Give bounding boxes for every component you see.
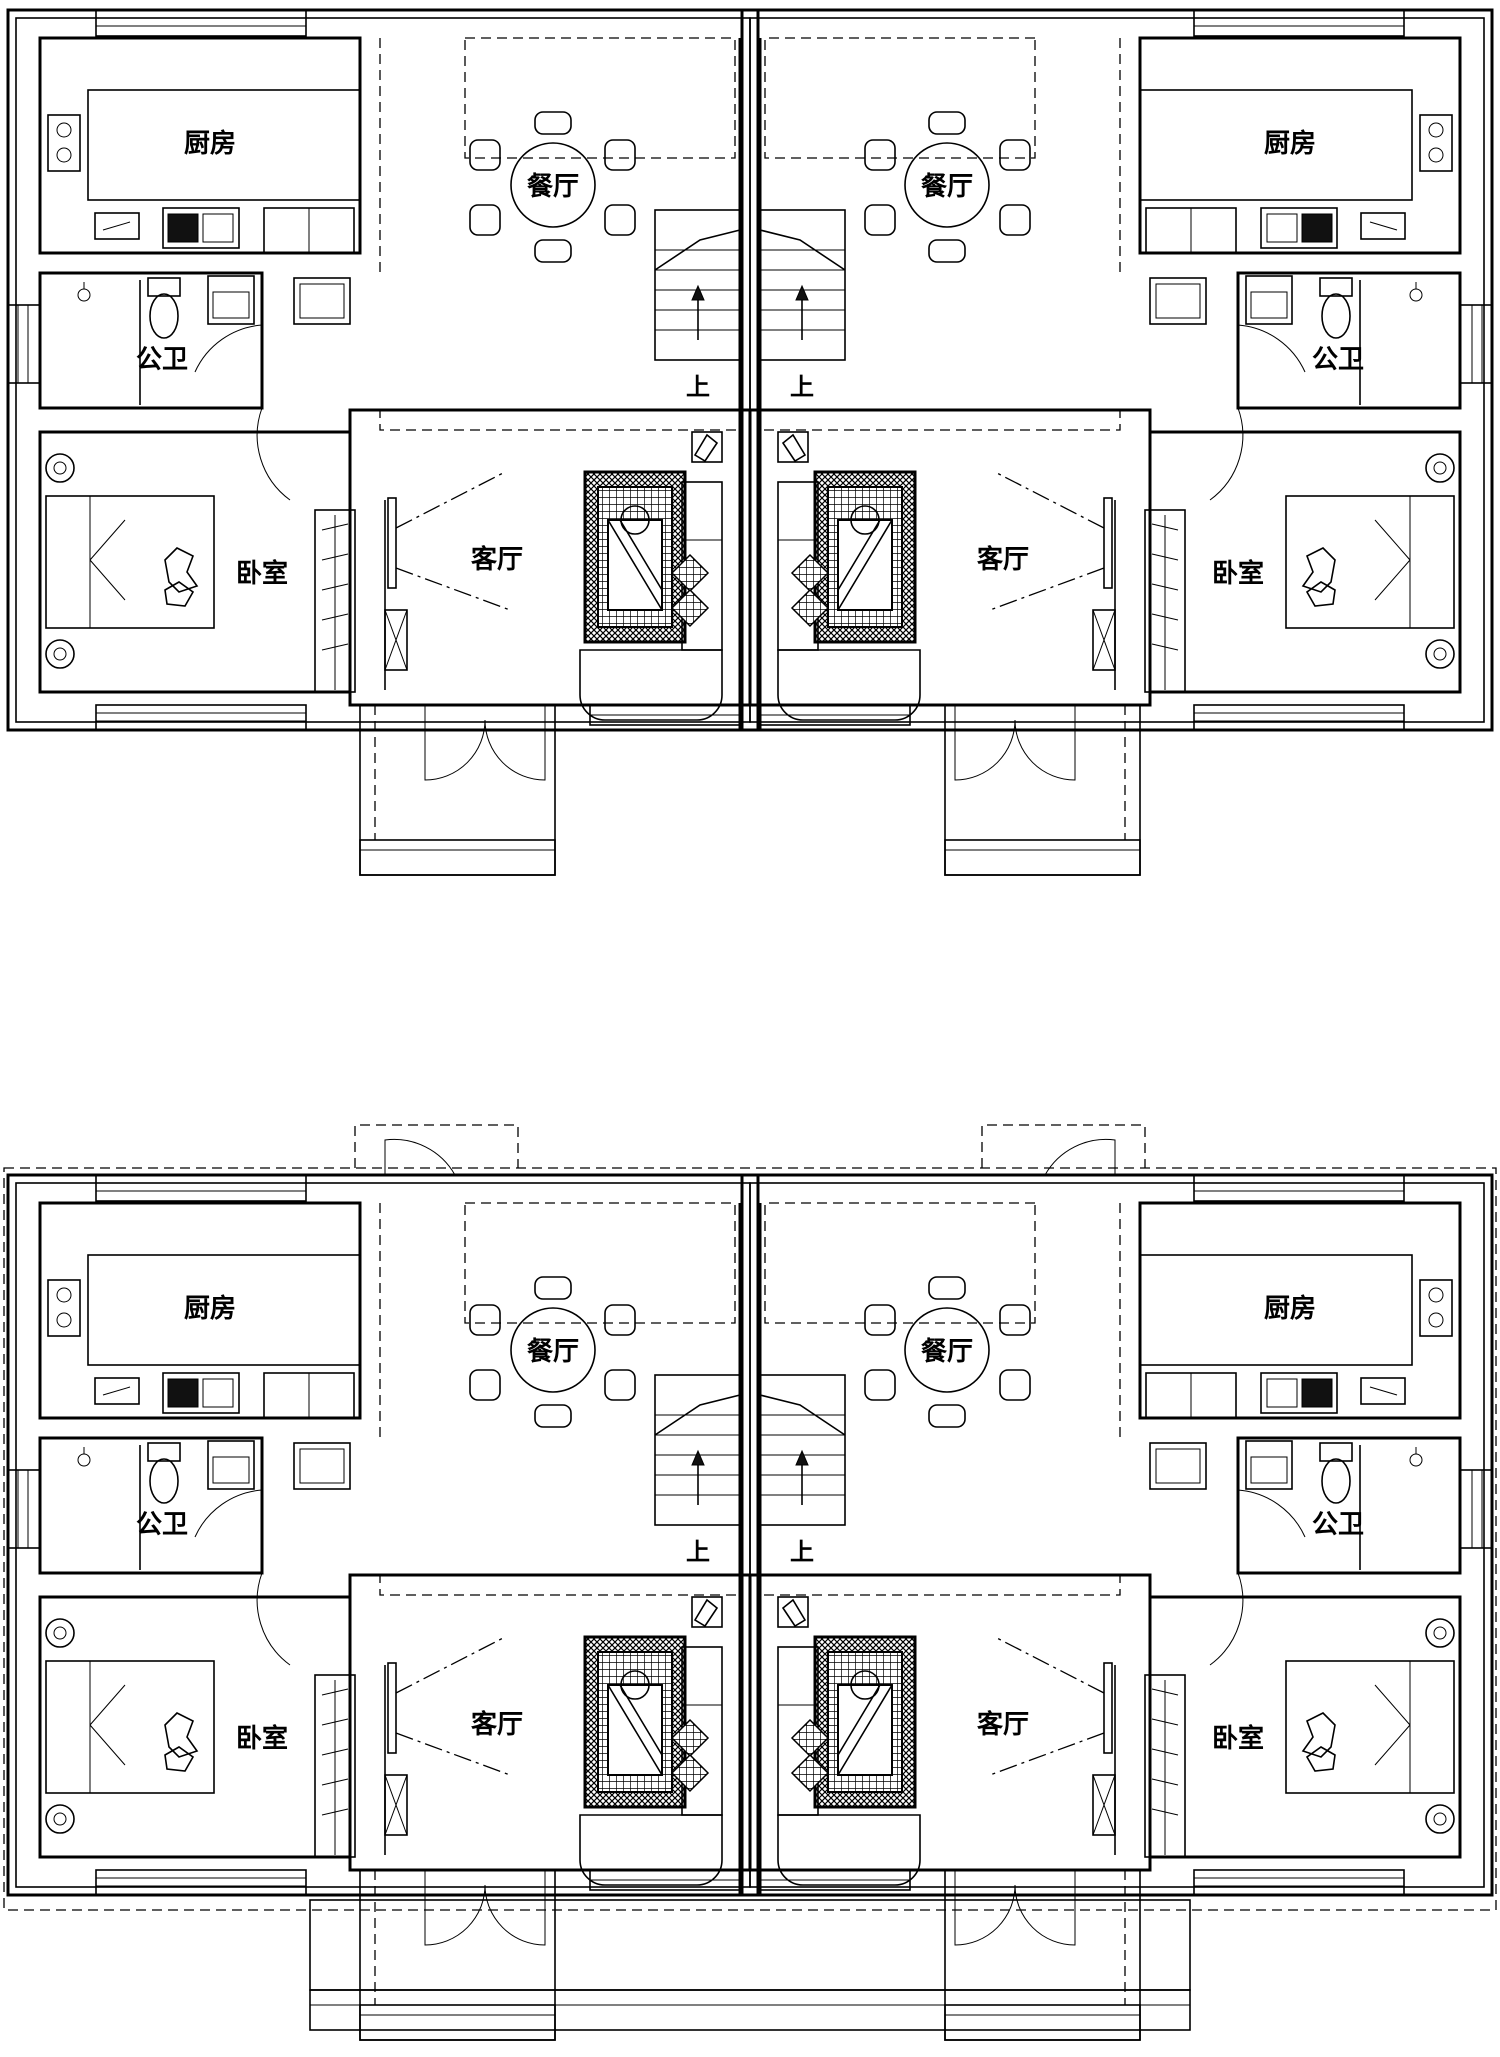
bottom-left-stair-up-label: 上 [686,1537,710,1566]
bottom-left-bedroom-label: 卧室 [236,1723,288,1754]
top-right-kitchen-label: 厨房 [1264,129,1316,159]
bottom-left-living-label: 客厅 [471,1709,523,1740]
top-unit-right: 厨房 餐厅 公卫 卧室 客厅 上 [740,8,1494,877]
bottom-left-dining-label: 餐厅 [527,1337,579,1367]
top-left-bathroom-label: 公卫 [136,345,188,375]
bottom-left-bathroom-label: 公卫 [136,1510,188,1540]
top-right-bedroom-label: 卧室 [1212,558,1264,589]
top-right-living-label: 客厅 [977,544,1029,575]
bottom-right-dining-label: 餐厅 [921,1337,973,1367]
top-unit-left: 厨房 餐厅 公卫 卧室 客厅 上 [6,8,760,877]
top-left-kitchen-label: 厨房 [184,129,236,159]
bottom-right-living-label: 客厅 [977,1709,1029,1740]
bottom-right-bathroom-label: 公卫 [1312,1510,1364,1540]
bottom-unit-left: 厨房 餐厅 公卫 卧室 客厅 上 [6,1173,760,2042]
top-right-bathroom-label: 公卫 [1312,345,1364,375]
top-left-stair-up-label: 上 [686,372,710,401]
bottom-right-kitchen-label: 厨房 [1264,1294,1316,1324]
bottom-right-bedroom-label: 卧室 [1212,1723,1264,1754]
top-left-bedroom-label: 卧室 [236,558,288,589]
bottom-right-stair-up-label: 上 [790,1537,814,1566]
bottom-left-kitchen-label: 厨房 [184,1294,236,1324]
top-right-stair-up-label: 上 [790,372,814,401]
top-left-living-label: 客厅 [471,544,523,575]
top-right-dining-label: 餐厅 [921,172,973,202]
bottom-unit-right: 厨房 餐厅 公卫 卧室 客厅 上 [740,1173,1494,2042]
top-left-dining-label: 餐厅 [527,172,579,202]
